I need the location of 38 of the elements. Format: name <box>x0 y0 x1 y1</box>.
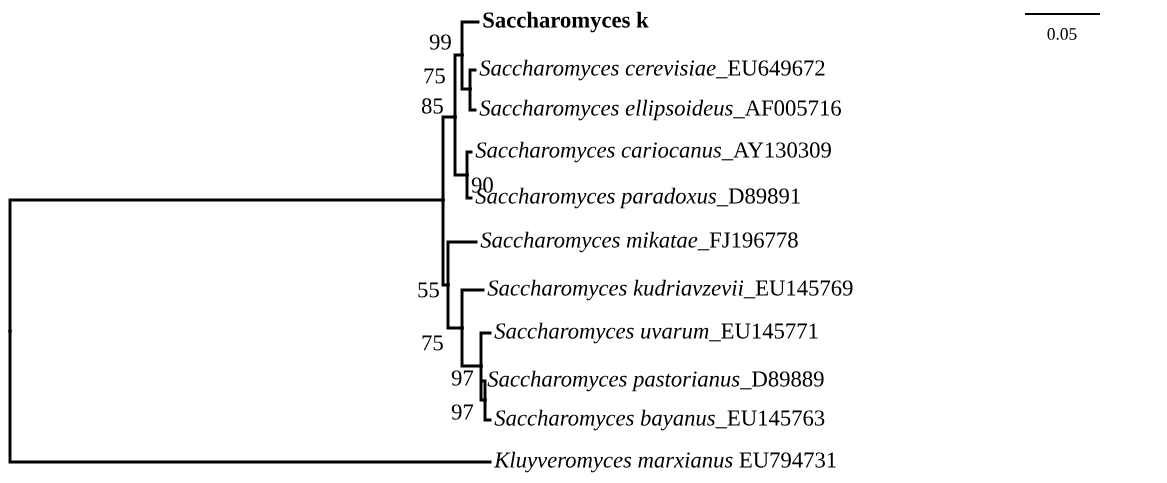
tree-branch <box>460 53 472 91</box>
bootstrap-value: 55 <box>418 282 439 298</box>
tree-branch <box>465 173 473 200</box>
bootstrap-value: 75 <box>424 68 445 84</box>
tree-branch <box>481 379 487 402</box>
tree-branch <box>453 53 464 119</box>
taxon-label: Saccharomyces cerevisiae_EU649672 <box>479 59 825 81</box>
tree-branch <box>468 87 477 112</box>
bootstrap-value: 99 <box>429 34 451 50</box>
taxon-label: Saccharomyces cariocanus_AY130309 <box>475 141 831 163</box>
taxon-label: Saccharomyces ellipsoideus_AF005716 <box>479 99 841 121</box>
tree-branch <box>8 329 492 464</box>
tree-branch <box>460 326 483 368</box>
tree-branch <box>446 283 464 330</box>
tree-branch <box>441 115 457 202</box>
bootstrap-value: 97 <box>451 370 474 386</box>
taxon-label: Saccharomyces kudriavzevii_EU145769 <box>487 279 853 301</box>
tree-branch <box>468 68 477 91</box>
scale-label: 0.05 <box>1047 28 1077 40</box>
tree-branch <box>460 288 485 330</box>
tree-branch <box>479 364 487 402</box>
tree-branch <box>441 198 450 287</box>
tree-branch <box>465 150 473 177</box>
taxon-label: Saccharomyces mikatae_FJ196778 <box>480 231 798 253</box>
bootstrap-value: 75 <box>422 335 443 351</box>
bootstrap-value: 85 <box>421 98 443 114</box>
taxon-label: Saccharomyces pastorianus_D89889 <box>487 370 824 392</box>
taxon-label: Kluyveromyces marxianus EU794731 <box>494 451 836 473</box>
bootstrap-value: 97 <box>451 404 474 420</box>
taxon-label: Saccharomyces k <box>483 11 649 33</box>
tree-branch <box>8 198 445 333</box>
tree-branch <box>453 115 469 177</box>
tree-branch <box>460 20 480 57</box>
tree-branch <box>479 331 492 368</box>
tree-branch <box>446 240 478 287</box>
taxon-label: Saccharomyces uvarum_EU145771 <box>494 322 818 344</box>
taxon-label: Saccharomyces bayanus_EU145763 <box>494 409 825 431</box>
tree-branch <box>483 398 492 422</box>
